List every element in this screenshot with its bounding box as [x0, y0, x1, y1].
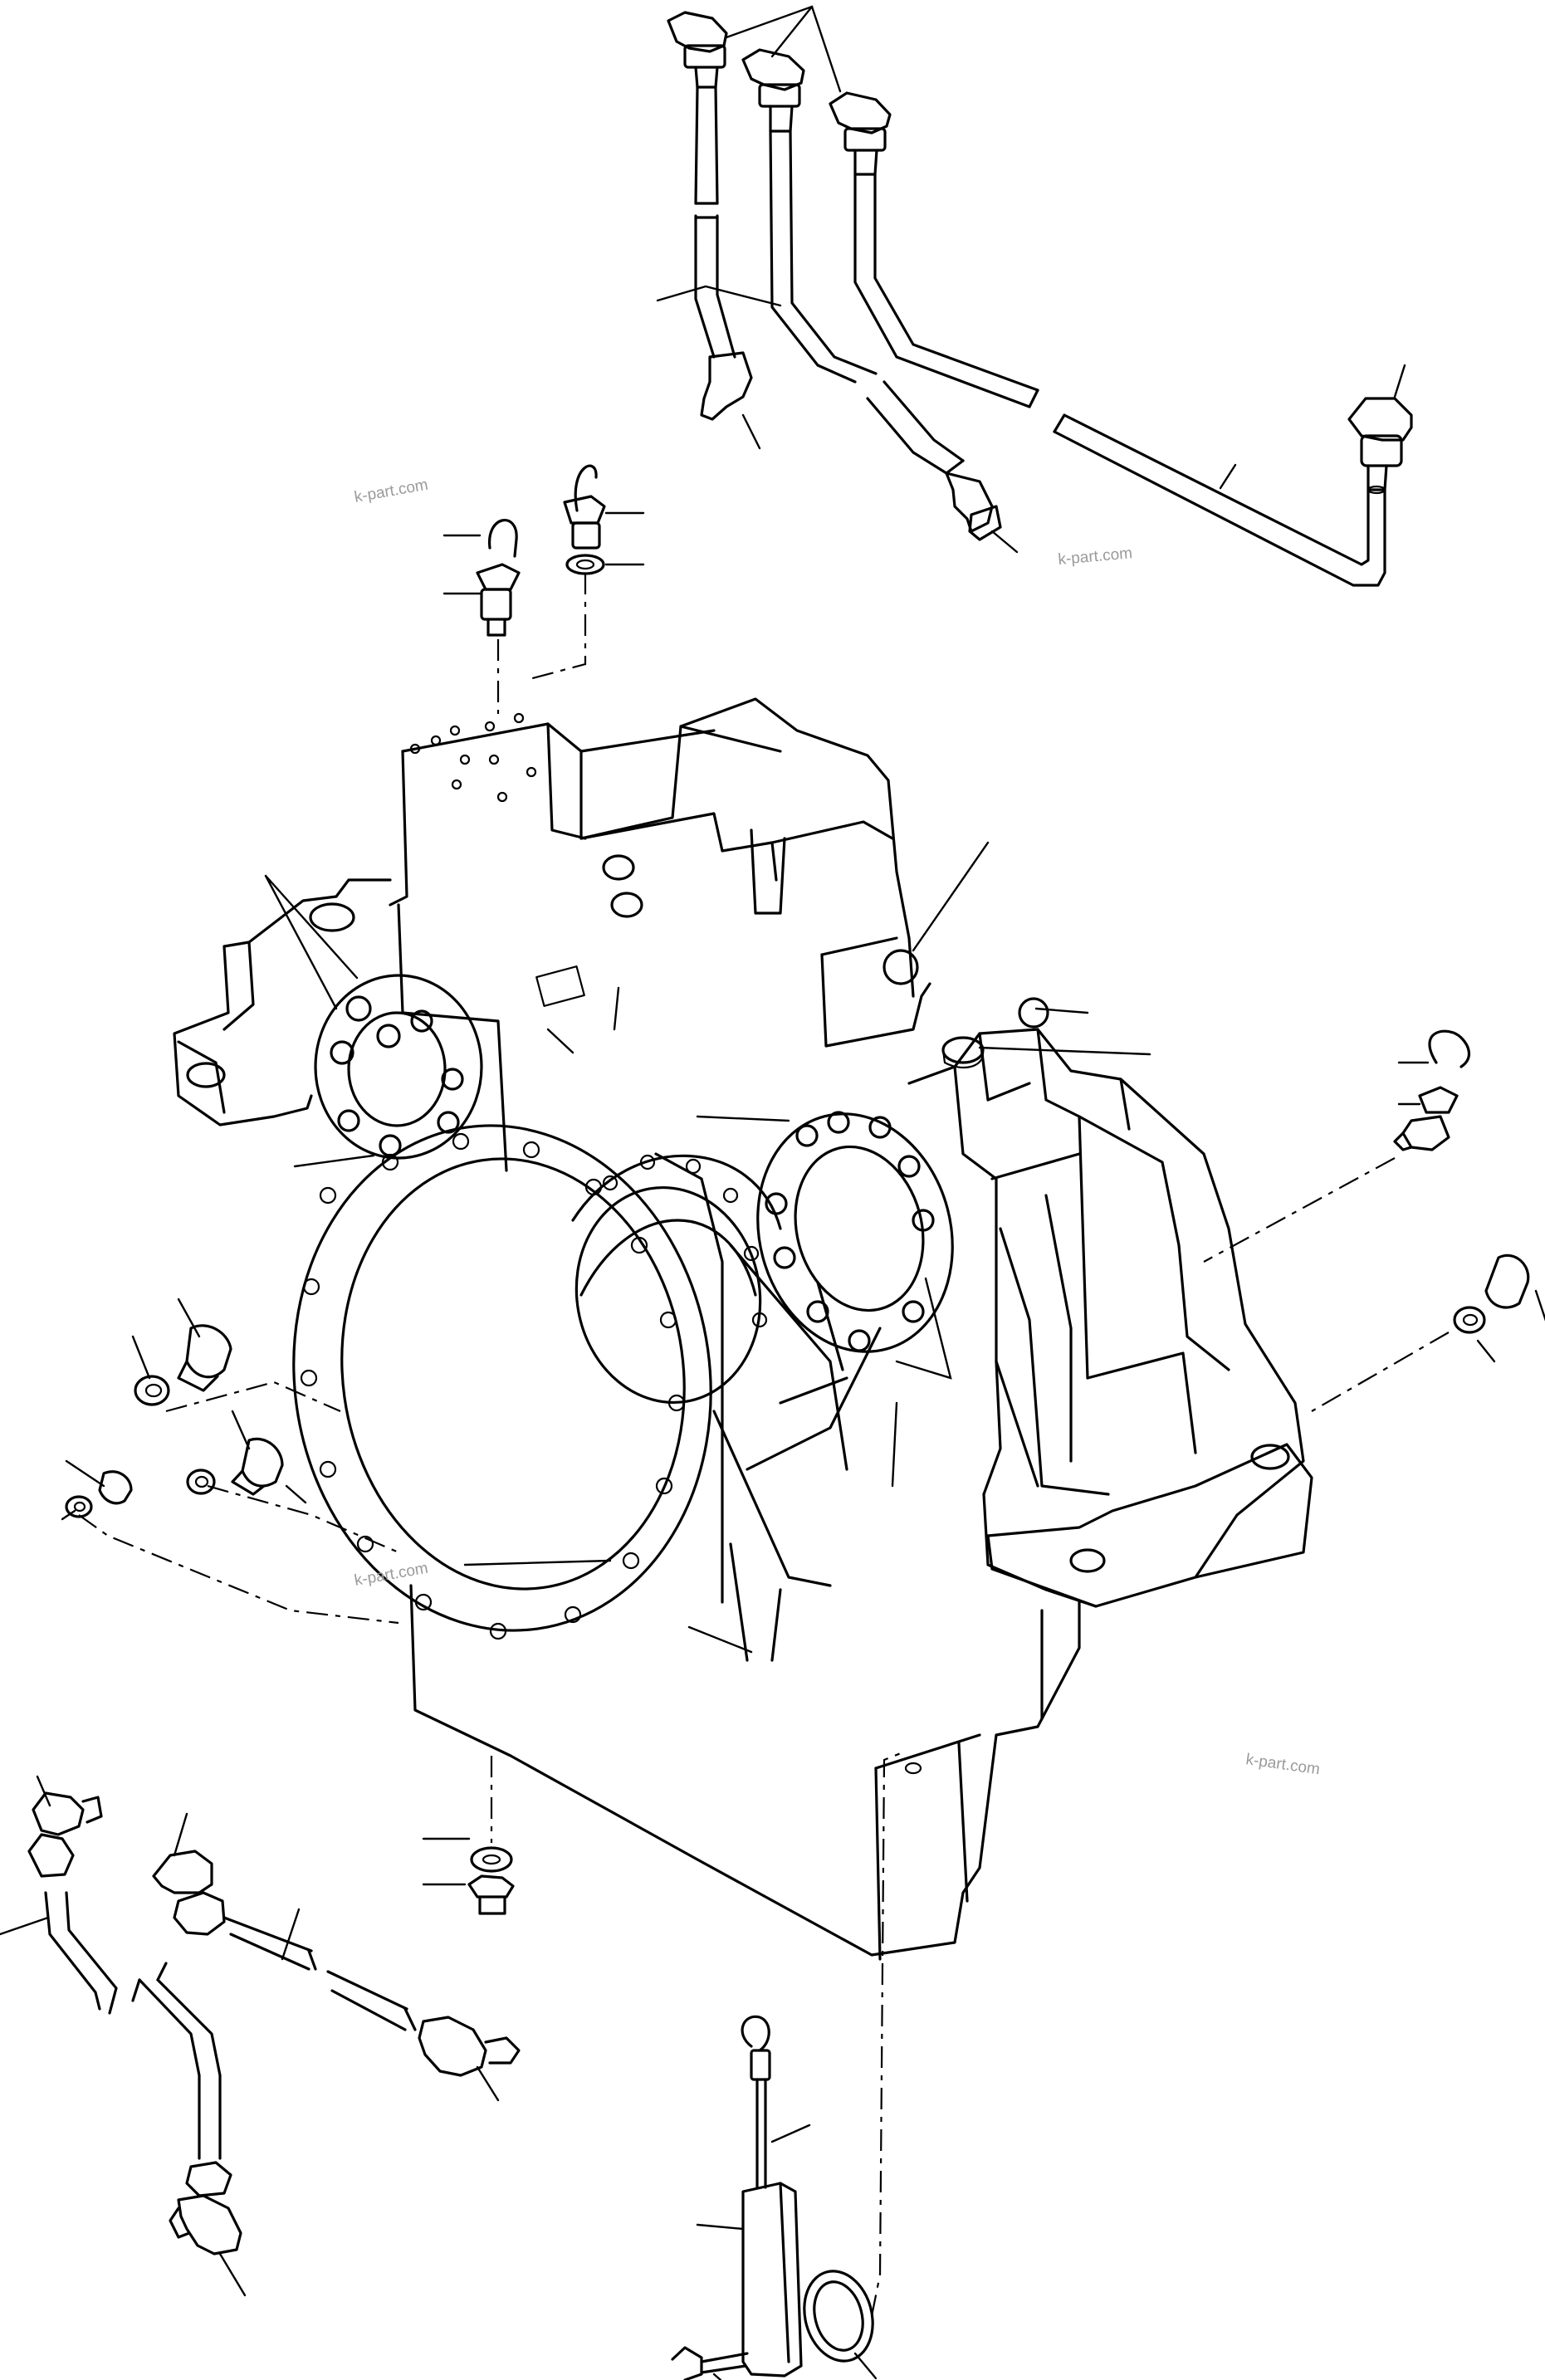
upper-hose-assembly — [656, 5, 1413, 587]
top-bolt-holes — [409, 712, 537, 803]
watermark: k-part.com — [1058, 545, 1133, 569]
transmission-case — [173, 697, 1313, 1961]
watermark: k-part.com — [1244, 1751, 1321, 1778]
dipstick-assembly — [671, 1750, 906, 2380]
right-side-fittings — [1203, 1029, 1545, 1412]
ring-bolt-holes — [300, 1132, 686, 1640]
lower-hose-assembly — [0, 1775, 521, 2297]
left-drain-plugs — [61, 1298, 399, 1625]
bottom-drain-plug — [422, 1756, 515, 1915]
watermark: k-part.com — [353, 476, 429, 506]
breather-and-plug-fittings — [442, 464, 645, 714]
case-leader-lines — [264, 841, 1151, 1654]
